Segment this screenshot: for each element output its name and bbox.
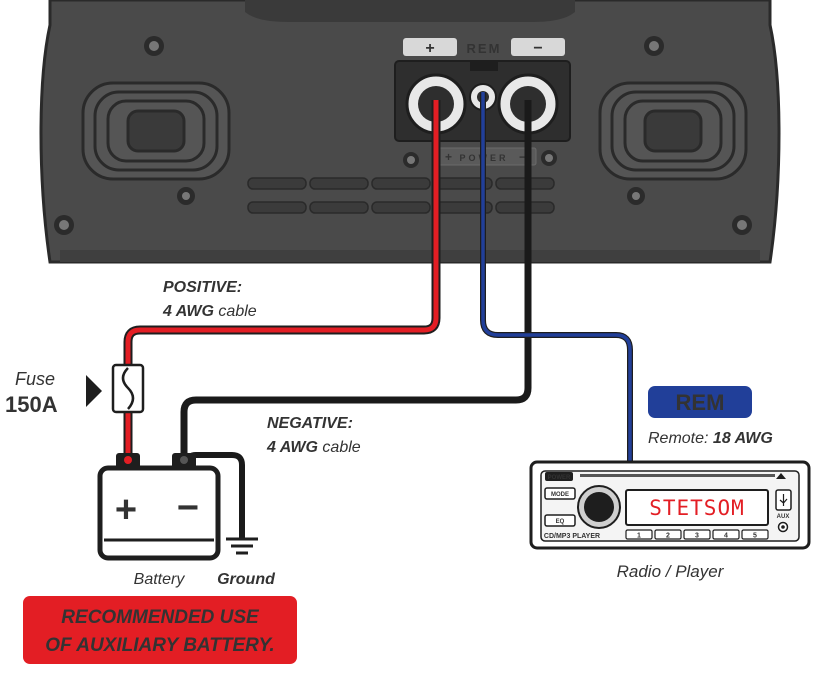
screw-top-left <box>144 36 164 56</box>
warning-line-1: RECOMMENDED USE <box>61 607 260 628</box>
rem-badge <box>648 386 752 418</box>
negative-cable-type: cable <box>322 439 360 456</box>
radio-mode-label: MODE <box>551 492 569 498</box>
battery-minus-sign: − <box>177 487 199 529</box>
preset-buttons: 1 2 3 4 5 <box>625 529 769 540</box>
fuse-element-icon <box>121 367 135 410</box>
preset-button <box>683 529 711 540</box>
fuse <box>111 363 145 414</box>
ground-label: Ground <box>217 571 276 588</box>
aux-jack-icon <box>777 521 789 533</box>
preset-button-label: 2 <box>666 533 670 540</box>
screw-mid-right <box>541 150 557 166</box>
positive-cable-type: cable <box>218 303 256 320</box>
right-vent <box>598 81 748 181</box>
remote-gauge: 18 AWG <box>713 430 773 447</box>
rem-badge-text: REM <box>676 390 725 415</box>
negative-cable-gauge: 4 AWG <box>266 439 318 456</box>
terminal-rem-notch <box>470 61 498 71</box>
fuse-rating: 150A <box>5 392 58 417</box>
radio-eq-label: EQ <box>556 519 565 525</box>
radio-aux-label: AUX <box>777 514 790 520</box>
positive-cable-spec: 4 AWG cable <box>162 303 257 320</box>
preset-button <box>712 529 740 540</box>
amplifier-bottom-edge <box>60 250 760 262</box>
screw-bottom-right <box>732 215 752 235</box>
preset-button <box>741 529 769 540</box>
battery: + − <box>97 453 221 561</box>
radio-model-label: CD/MP3 PLAYER <box>544 533 600 540</box>
remote-label: Remote: <box>648 430 708 447</box>
usb-port-icon <box>775 489 792 511</box>
positive-cable-title: POSITIVE: <box>163 279 242 296</box>
preset-button-label: 1 <box>637 533 641 540</box>
terminal-minus-label: − <box>533 40 542 57</box>
negative-cable <box>180 100 532 458</box>
terminal-plus-label: + <box>425 40 434 57</box>
battery-body <box>97 465 221 561</box>
left-vent <box>81 81 231 181</box>
radio-cd-slot <box>580 474 775 477</box>
vent-slots <box>247 177 555 214</box>
radio-eq-button <box>544 514 576 527</box>
radio-power-label: POWER <box>548 475 571 481</box>
remote-spec: Remote: 18 AWG <box>648 430 773 447</box>
preset-button <box>654 529 682 540</box>
power-plus-glyph: + <box>445 150 452 164</box>
radio-display <box>625 489 769 526</box>
preset-button-label: 5 <box>753 533 757 540</box>
screw-bottom-left <box>54 215 74 235</box>
battery-label: Battery <box>134 571 186 588</box>
positive-cable-core <box>125 100 439 458</box>
screw-top-right <box>644 36 664 56</box>
fuse-label: Fuse <box>15 369 55 389</box>
preset-button-label: 3 <box>695 533 699 540</box>
positive-cable-gauge: 4 AWG <box>162 303 214 320</box>
remote-cable-core <box>481 92 632 462</box>
negative-cable-spec: 4 AWG cable <box>266 439 361 456</box>
terminal-rem-label: REM <box>467 41 502 56</box>
screw-center-right <box>627 187 645 205</box>
terminal-plus-label-bg <box>403 38 457 56</box>
eject-icon <box>776 473 786 479</box>
amplifier-top-bar <box>245 0 575 22</box>
screw-center-left <box>177 187 195 205</box>
amplifier: + REM − + POWER − <box>39 0 781 264</box>
terminal-minus-label-bg <box>511 38 565 56</box>
radio-player: POWER MODE EQ STETSOM AUX CD/MP3 PLAYER … <box>529 460 811 550</box>
ground-icon <box>226 537 258 555</box>
power-minus-glyph: − <box>519 150 526 164</box>
radio-mode-button <box>544 487 576 500</box>
preset-button <box>625 529 653 540</box>
radio-power-button <box>545 472 573 481</box>
negative-cable-title: NEGATIVE: <box>267 415 353 432</box>
fuse-arrow-icon <box>86 375 102 407</box>
battery-plus-sign: + <box>115 489 137 531</box>
screw-mid-left <box>403 152 419 168</box>
preset-button-label: 4 <box>724 533 728 540</box>
warning-line-2: OF AUXILIARY BATTERY. <box>45 635 274 656</box>
radio-display-text: STETSOM <box>649 496 745 520</box>
volume-knob-icon <box>577 485 621 529</box>
warning-banner <box>23 596 297 664</box>
radio-label: Radio / Player <box>617 562 725 581</box>
